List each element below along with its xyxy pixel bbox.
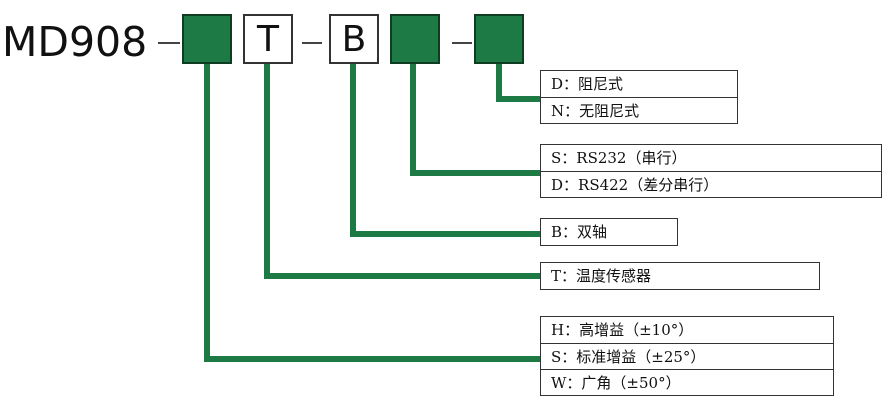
options-gain: H：高增益（±10°） S：标准增益（±25°） W：广角（±50°） xyxy=(540,316,834,396)
connector-damping-v xyxy=(496,64,502,102)
options-interface: S：RS232（串行） D：RS422（差分串行） xyxy=(540,144,882,198)
connector-interface-v xyxy=(410,64,416,176)
code-letter-axis: B xyxy=(341,18,367,60)
code-box-interface xyxy=(390,14,440,64)
options-axis: B：双轴 xyxy=(540,218,678,246)
options-damping: D：阻尼式 N：无阻尼式 xyxy=(540,70,738,124)
code-box-gain xyxy=(182,14,232,64)
option-gain-w: W：广角（±50°） xyxy=(541,369,833,395)
option-gain-s: S：标准增益（±25°） xyxy=(541,343,833,369)
connector-sensor-h xyxy=(264,273,540,279)
option-damping-n: N：无阻尼式 xyxy=(541,97,737,123)
code-box-axis: B xyxy=(329,14,379,64)
option-interface-d: D：RS422（差分串行） xyxy=(541,171,881,197)
code-box-sensor: T xyxy=(243,14,293,64)
connector-axis-v xyxy=(350,64,356,237)
connector-sensor-v xyxy=(264,64,270,279)
code-letter-sensor: T xyxy=(257,18,279,60)
connector-axis-h xyxy=(350,231,540,237)
option-damping-d: D：阻尼式 xyxy=(551,75,624,93)
connector-damping-h xyxy=(496,96,540,102)
option-sensor-t: T：温度传感器 xyxy=(551,267,652,285)
options-sensor: T：温度传感器 xyxy=(540,262,820,290)
dash-3 xyxy=(452,42,472,44)
option-gain-h: H：高增益（±10°） xyxy=(551,321,694,339)
connector-interface-h xyxy=(410,170,540,176)
dash-1 xyxy=(158,42,180,44)
code-box-damping xyxy=(474,14,524,64)
option-axis-b: B：双轴 xyxy=(551,223,608,241)
connector-gain-v xyxy=(204,64,210,362)
option-interface-s: S：RS232（串行） xyxy=(551,149,687,167)
model-prefix: MD908 xyxy=(2,18,148,66)
dash-2 xyxy=(302,42,322,44)
connector-gain-h xyxy=(204,356,540,362)
